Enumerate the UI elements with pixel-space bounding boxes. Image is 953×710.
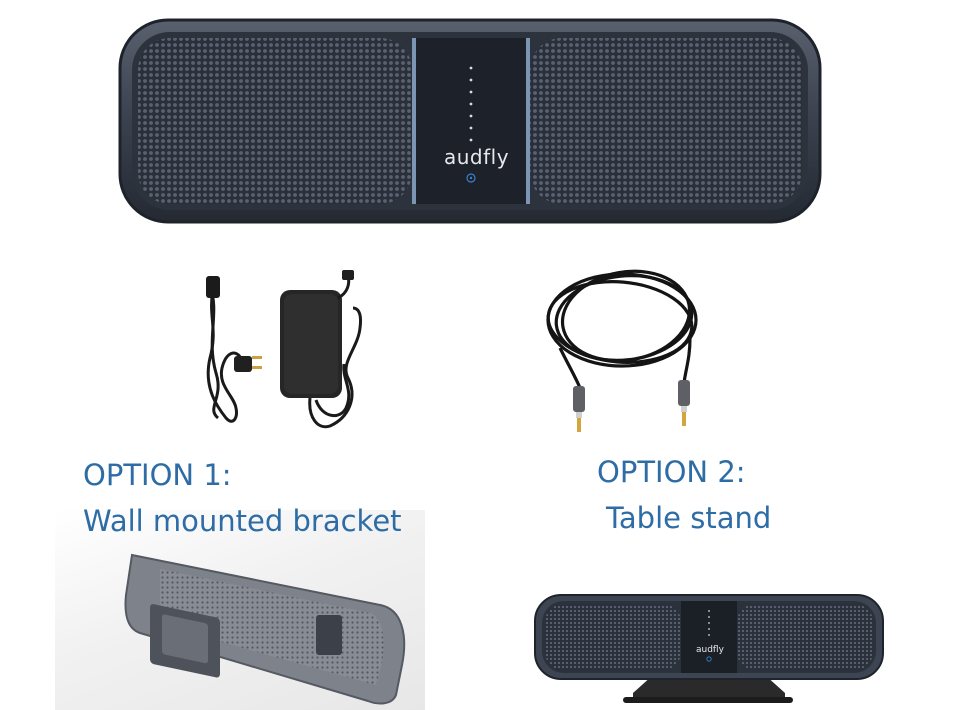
table-stand-photo bbox=[534, 594, 884, 703]
option-2-name: Table stand bbox=[606, 501, 772, 535]
option-1-name: Wall mounted bracket bbox=[83, 504, 402, 538]
wall-bracket-photo bbox=[124, 553, 406, 705]
option-1-title: OPTION 1: bbox=[83, 458, 232, 492]
power-adapter-photo bbox=[206, 270, 362, 429]
option-2-title: OPTION 2: bbox=[597, 455, 746, 489]
table-stand-brand-logo: audfly bbox=[696, 645, 724, 655]
soundbar-front-photo bbox=[118, 18, 822, 224]
brand-logo: audfly bbox=[444, 145, 510, 169]
aux-cable-photo bbox=[546, 269, 698, 432]
